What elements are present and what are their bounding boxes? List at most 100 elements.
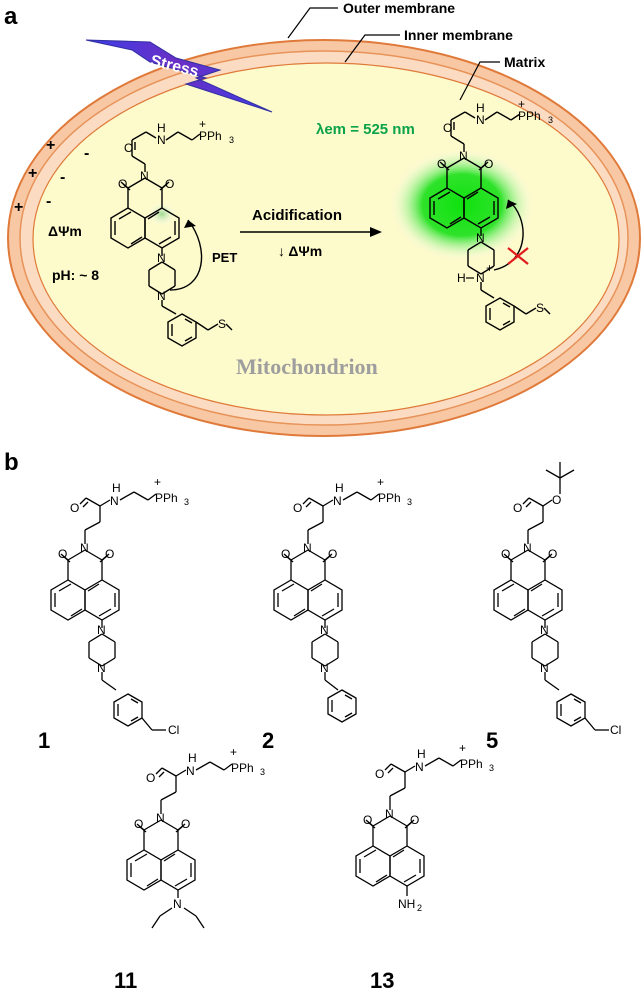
pip-n-bottom: N bbox=[157, 289, 166, 303]
atom-o: O bbox=[548, 547, 557, 561]
atom-n: N bbox=[385, 807, 394, 821]
matrix-label: Matrix bbox=[504, 54, 545, 70]
atom-o: O bbox=[58, 547, 67, 561]
charge-minus: - bbox=[84, 145, 89, 162]
atom-o: O bbox=[70, 501, 79, 515]
atom-o: O bbox=[181, 817, 190, 831]
atom-cl: Cl bbox=[168, 723, 179, 737]
amide-h: H bbox=[476, 101, 485, 115]
carbonyl-o: O bbox=[484, 157, 493, 171]
atom-h: H bbox=[112, 481, 121, 495]
pph3: PPh bbox=[460, 757, 483, 771]
atom-n: N bbox=[540, 661, 549, 675]
atom-o: O bbox=[363, 813, 372, 827]
subscript-2: 2 bbox=[417, 903, 422, 913]
imide-n: N bbox=[459, 149, 468, 163]
compound-13-label: 13 bbox=[370, 968, 394, 993]
compound-1-label: 1 bbox=[38, 728, 50, 753]
pip-n-top: N bbox=[157, 251, 166, 265]
panel-b-letter: b bbox=[4, 449, 19, 476]
inner-membrane-label: Inner membrane bbox=[404, 27, 513, 43]
atom-o: O bbox=[328, 547, 337, 561]
atom-n: N bbox=[523, 541, 532, 555]
amide-o: O bbox=[443, 121, 452, 135]
pip-n-top: N bbox=[476, 231, 485, 245]
atom-o: O bbox=[513, 501, 522, 515]
charge-plus: + bbox=[230, 745, 237, 759]
atom-n: N bbox=[186, 764, 195, 778]
charge-plus-p: + bbox=[518, 97, 525, 111]
thioether-s: S bbox=[218, 317, 226, 331]
atom-n: N bbox=[303, 541, 312, 555]
membrane-charges: + - + - + - bbox=[14, 137, 89, 216]
compound-5-label: 5 bbox=[486, 728, 498, 753]
atom-h: H bbox=[188, 751, 197, 765]
pph3: PPh bbox=[155, 491, 178, 505]
atom-n: N bbox=[97, 661, 106, 675]
atom-n: N bbox=[333, 494, 342, 508]
atom-h: H bbox=[417, 747, 426, 761]
subscript-3: 3 bbox=[548, 115, 553, 125]
atom-o: O bbox=[134, 817, 143, 831]
compound-2-structure: N O O O N H PPh 3 + N N 2 bbox=[262, 475, 412, 753]
pph3: PPh bbox=[199, 129, 222, 143]
charge-plus: + bbox=[14, 199, 23, 216]
amide-h: H bbox=[157, 121, 166, 135]
charge-plus: + bbox=[46, 137, 55, 154]
pph3: PPh bbox=[518, 109, 541, 123]
imide-n: N bbox=[140, 169, 149, 183]
charge-plus: + bbox=[154, 475, 161, 489]
pip-n-protonated: N bbox=[476, 271, 485, 285]
outer-membrane-label: Outer membrane bbox=[343, 0, 455, 16]
compound-1-structure: N O O O N H PPh 3 + N N Cl 1 bbox=[38, 475, 189, 753]
carbonyl-o: O bbox=[165, 177, 174, 191]
atom-n: N bbox=[156, 811, 165, 825]
atom-n: N bbox=[173, 897, 182, 911]
charge-plus-p: + bbox=[199, 117, 206, 131]
charge-minus: - bbox=[60, 169, 65, 186]
amine-nh: NH bbox=[398, 897, 415, 911]
atom-n: N bbox=[540, 623, 549, 637]
charge-plus: + bbox=[459, 741, 466, 755]
atom-cl: Cl bbox=[610, 723, 621, 737]
mitochondrion-label: Mitochondrion bbox=[236, 354, 378, 379]
atom-n: N bbox=[97, 623, 106, 637]
thioether-s: S bbox=[536, 301, 544, 315]
atom-o: O bbox=[410, 813, 419, 827]
compound-11-label: 11 bbox=[114, 968, 137, 993]
green-glow bbox=[390, 149, 534, 261]
compound-5-structure: N O O O O N N Cl 5 bbox=[486, 462, 621, 753]
atom-o: O bbox=[375, 767, 384, 781]
amide-n: N bbox=[157, 133, 166, 147]
atom-n: N bbox=[110, 494, 119, 508]
atom-o: O bbox=[293, 501, 302, 515]
subscript-3: 3 bbox=[489, 763, 494, 773]
charge-plus: + bbox=[28, 165, 37, 182]
compound-2-label: 2 bbox=[262, 728, 274, 753]
carbonyl-o: O bbox=[437, 157, 446, 171]
atom-o: O bbox=[105, 547, 114, 561]
atom-o: O bbox=[501, 547, 510, 561]
atom-n: N bbox=[415, 760, 424, 774]
atom-o: O bbox=[146, 771, 155, 785]
leader-lines bbox=[287, 7, 500, 101]
atom-h: H bbox=[335, 481, 344, 495]
subscript-3: 3 bbox=[184, 497, 189, 507]
emission-label: λem = 525 nm bbox=[316, 121, 415, 138]
atom-o: O bbox=[281, 547, 290, 561]
compound-13-structure: N O O O N H PPh 3 + NH 2 13 bbox=[355, 741, 494, 993]
pph3: PPh bbox=[378, 491, 401, 505]
atom-n: N bbox=[320, 623, 329, 637]
delta-psi-decrease-label: ↓ ΔΨm bbox=[278, 243, 322, 259]
compound-11-structure: N O O O N H PPh 3 + N 11 bbox=[114, 745, 265, 993]
subscript-3: 3 bbox=[229, 135, 234, 145]
delta-psi-label: ΔΨm bbox=[48, 223, 82, 239]
amide-o: O bbox=[124, 141, 133, 155]
ph-label: pH: ~ 8 bbox=[52, 267, 99, 283]
blocked-cross-icon bbox=[507, 247, 529, 265]
subscript-3: 3 bbox=[407, 497, 412, 507]
charge-plus: + bbox=[377, 475, 384, 489]
amide-n: N bbox=[476, 113, 485, 127]
probe-quenched: N O O O N H PPh 3 + N N S PET bbox=[110, 117, 237, 347]
subscript-3: 3 bbox=[260, 767, 265, 777]
